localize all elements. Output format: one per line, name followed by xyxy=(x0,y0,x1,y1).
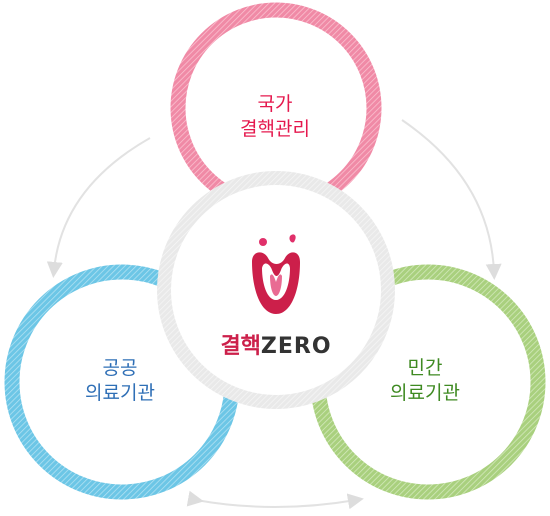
center-brand-title: 결핵ZERO xyxy=(196,328,356,360)
node-right-line-1: 민간 xyxy=(407,357,443,379)
node-public-medical-institutions: 공공 의료기관 xyxy=(25,356,215,406)
connector-top-left xyxy=(46,137,151,278)
node-left-line-1: 공공 xyxy=(102,357,138,379)
node-top-line-2: 결핵관리 xyxy=(240,118,310,140)
center-title-korean: 결핵 xyxy=(220,334,261,359)
node-left-line-2: 의료기관 xyxy=(85,382,155,404)
connector-top-right xyxy=(401,119,502,280)
tooth-drop-logo-icon xyxy=(252,234,300,314)
connector-bottom xyxy=(186,490,364,510)
node-private-medical-institutions: 민간 의료기관 xyxy=(330,356,520,406)
center-title-english: ZERO xyxy=(260,334,332,359)
node-right-line-2: 의료기관 xyxy=(390,382,460,404)
node-top-line-1: 국가 xyxy=(257,93,293,115)
node-national-tb-management: 국가 결핵관리 xyxy=(180,92,370,142)
